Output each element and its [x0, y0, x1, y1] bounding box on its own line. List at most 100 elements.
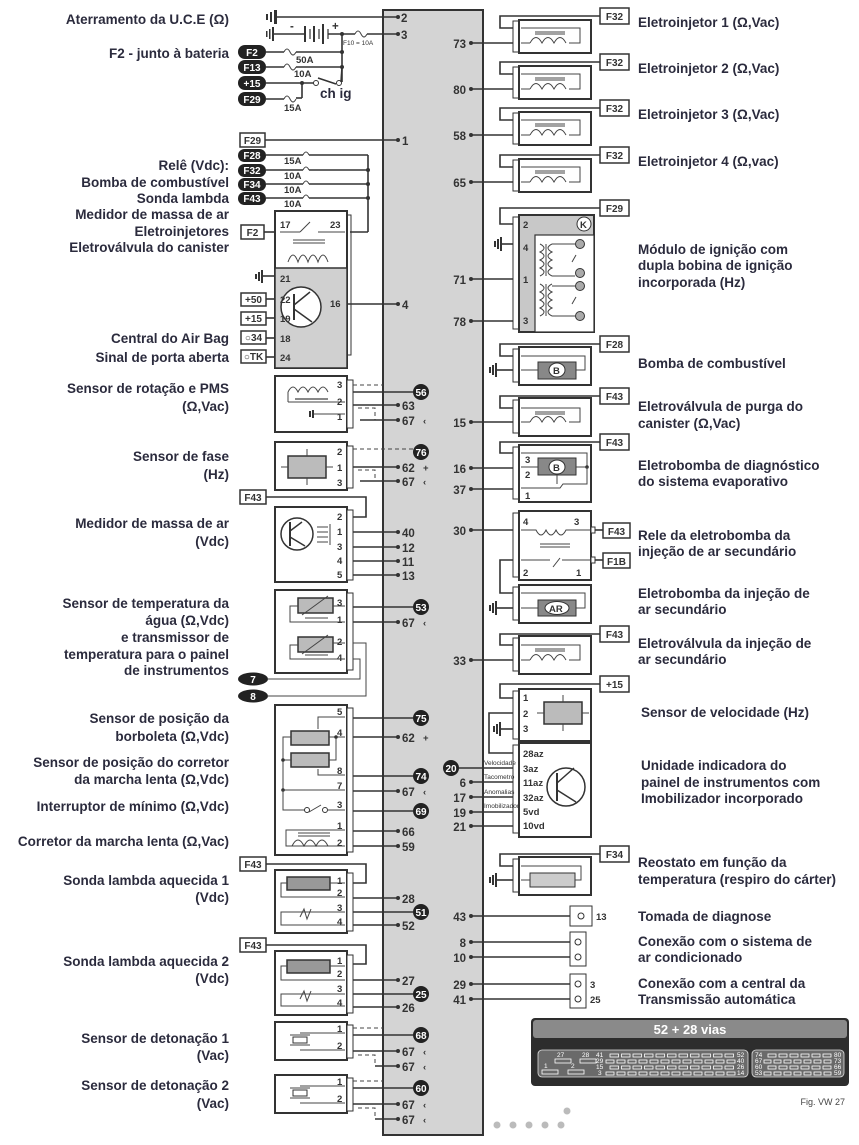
label-injector-1: Eletroinjetor 1 (Ω,Vac): [638, 15, 779, 30]
fuse-rating: 15A: [284, 103, 302, 114]
ignition-switch-label: ch ig: [320, 86, 352, 101]
svg-text:60: 60: [415, 1084, 427, 1095]
svg-text:F43: F43: [244, 493, 262, 504]
svg-text:1: 1: [337, 615, 343, 626]
connector-slot: [823, 1059, 832, 1064]
signal-label: Imobilizador: [484, 803, 520, 810]
svg-text:+50: +50: [245, 295, 262, 306]
svg-text:F32: F32: [243, 166, 261, 177]
svg-text:23: 23: [330, 220, 341, 231]
svg-text:‹: ‹: [423, 1047, 426, 1058]
svg-text:3: 3: [523, 316, 528, 327]
shield-ref-20: 20: [443, 760, 459, 776]
diag-pin: 13: [596, 912, 607, 923]
fuse-box-f43: F43: [239, 937, 267, 953]
connector-slot: [667, 1053, 677, 1058]
cluster-pin: 3az: [523, 764, 539, 775]
svg-text:F2: F2: [246, 48, 258, 59]
connector-slot: [803, 1059, 812, 1064]
connector-slot: [660, 1059, 670, 1064]
svg-text:3: 3: [337, 380, 342, 391]
terminal-34: ○34: [240, 330, 275, 345]
ground-icon: [489, 363, 513, 377]
fuse-pill-f13: F13: [238, 60, 266, 74]
connector-slot: [605, 1071, 615, 1076]
label-throttle-2: borboleta (Ω,Vdc): [115, 729, 229, 744]
connector-slot: [726, 1071, 736, 1076]
label-water-temp-5: de instrumentos: [124, 663, 229, 678]
fuse-pill-f43: F43: [238, 192, 266, 205]
diag-connector[interactable]: [569, 905, 593, 927]
shield-ref-76: 76: [413, 444, 429, 460]
svg-text:59: 59: [834, 1070, 842, 1077]
label-rheostat-2: temperatura (respiro do cárter): [638, 872, 836, 887]
ecu-pin: 71: [453, 275, 466, 287]
fuse-pill-f32: F32: [238, 164, 266, 177]
connector-slot: [803, 1071, 812, 1076]
connector-slot: [660, 1071, 670, 1076]
label-ground: Aterramento da U.C.E (Ω): [66, 12, 229, 27]
ecu-pin: 26: [402, 1003, 415, 1015]
svg-text:2: 2: [525, 470, 530, 481]
svg-text:8: 8: [337, 766, 342, 777]
svg-text:3: 3: [574, 517, 579, 528]
svg-text:2: 2: [337, 637, 342, 648]
svg-text:○34: ○34: [245, 333, 263, 344]
svg-text:F43: F43: [608, 527, 626, 538]
svg-text:73: 73: [834, 1058, 842, 1065]
svg-text:4: 4: [523, 517, 529, 528]
fuse-box-f1b: F1B: [602, 552, 631, 569]
trans-connector[interactable]: [569, 973, 587, 1009]
ecu-pin: 66: [402, 827, 415, 839]
connector-slot: [541, 1069, 559, 1075]
svg-text:+15: +15: [244, 79, 261, 90]
svg-text:F34: F34: [243, 180, 261, 191]
svg-text:1: 1: [576, 568, 582, 579]
svg-text:B: B: [553, 366, 560, 377]
ecu-pin: 27: [402, 976, 415, 988]
instrument-cluster: [512, 742, 592, 838]
shield-ref-69: 69: [413, 803, 429, 819]
label-canister-2: canister (Ω,Vac): [638, 416, 740, 431]
rotation-sensor: 321: [274, 375, 354, 433]
ac-connector[interactable]: [569, 931, 587, 967]
svg-text:74: 74: [415, 772, 427, 783]
connector-slot: [693, 1059, 703, 1064]
svg-text:F13: F13: [243, 63, 261, 74]
ground-icon: [489, 601, 513, 615]
evap-pump: B 321: [512, 444, 592, 503]
connector-slot: [605, 1059, 615, 1064]
cluster-pin: 32az: [523, 793, 544, 804]
fuse-box-f32: F32: [599, 53, 630, 71]
shield-mark: ‹: [423, 416, 426, 427]
connector-slot: [822, 1065, 832, 1070]
svg-text:F43: F43: [244, 941, 262, 952]
connector-slot: [644, 1065, 654, 1070]
cluster-pin: 5vd: [523, 807, 540, 818]
svg-text:3: 3: [337, 984, 342, 995]
svg-text:75: 75: [415, 714, 427, 725]
ecu-pin: 10: [453, 953, 466, 965]
canister-valve: [512, 397, 592, 437]
svg-text:2: 2: [337, 1041, 342, 1052]
connector-slot: [823, 1071, 832, 1076]
terminal-plus15: +15: [240, 311, 275, 326]
label-water-temp-4: temperatura para o painel: [64, 647, 229, 662]
svg-text:-: -: [290, 21, 294, 33]
connector-slot: [644, 1053, 654, 1058]
svg-text:‹: ‹: [423, 787, 426, 798]
trans-pin: 3: [590, 980, 595, 991]
label-f2-battery: F2 - junto à bateria: [109, 46, 230, 61]
connector-slot: [621, 1065, 631, 1070]
svg-text:52: 52: [737, 1052, 745, 1059]
svg-text:F43: F43: [606, 630, 624, 641]
fuse-box-f32: F32: [599, 146, 630, 164]
connector-slot: [789, 1053, 799, 1058]
ecu-pin: 6: [460, 778, 466, 790]
svg-text:3: 3: [598, 1070, 602, 1077]
connector-slot: [767, 1053, 777, 1058]
label-ignition-2: dupla bobina de ignição: [638, 258, 793, 273]
svg-text:51: 51: [415, 908, 427, 919]
